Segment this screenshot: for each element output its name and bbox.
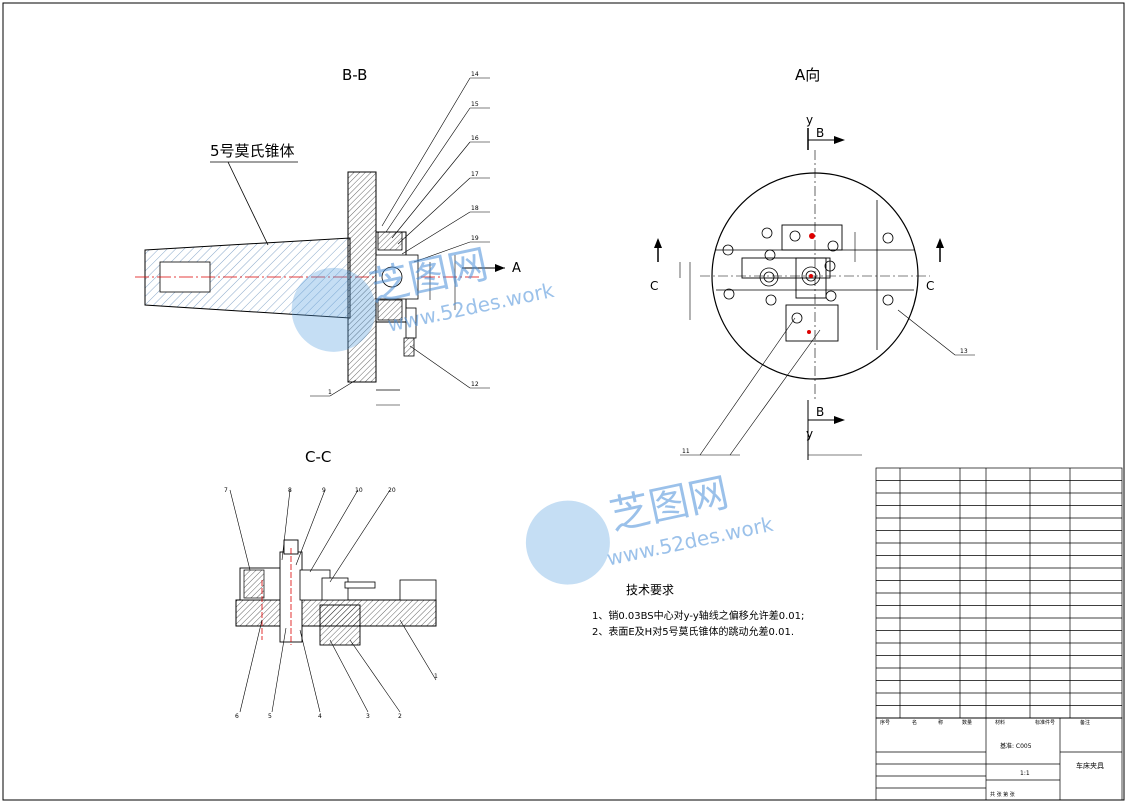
callout-bb-12: 12 bbox=[471, 381, 479, 388]
title-block-scale: 1:1 bbox=[1020, 770, 1030, 777]
section-view-bb: B-B 5号莫氏锥体 14 bbox=[135, 66, 521, 406]
title-block-material-note: 基准: C005 bbox=[1000, 742, 1032, 750]
title-block-header-name: 名 bbox=[912, 719, 917, 726]
callout-a-13: 13 bbox=[960, 348, 968, 355]
callout-cc-7: 7 bbox=[224, 487, 228, 494]
view-title-cc: C-C bbox=[305, 448, 331, 466]
title-block bbox=[875, 467, 1123, 801]
callout-cc-10: 10 bbox=[355, 487, 363, 494]
title-block-header-qty: 数量 bbox=[962, 719, 972, 726]
callout-cc-5: 5 bbox=[268, 713, 272, 720]
callout-cc-8: 8 bbox=[288, 487, 292, 494]
callout-cc-20: 20 bbox=[388, 487, 396, 494]
axis-y-bottom-label: y bbox=[806, 427, 813, 441]
callout-bb-15: 15 bbox=[471, 101, 479, 108]
callout-bb-18: 18 bbox=[471, 205, 479, 212]
callout-cc-2: 2 bbox=[398, 713, 402, 720]
title-block-part-label: 车床夹具 bbox=[1076, 761, 1104, 770]
view-a: A向 B y bbox=[650, 66, 975, 460]
callout-bb-16: 16 bbox=[471, 135, 479, 142]
tech-req-heading: 技术要求 bbox=[626, 583, 674, 597]
callout-cc-9: 9 bbox=[322, 487, 326, 494]
callout-cc-6: 6 bbox=[235, 713, 239, 720]
cut-c-right-label: C bbox=[926, 279, 934, 293]
cut-b-top-label: B bbox=[816, 126, 824, 140]
callout-bb-1: 1 bbox=[328, 389, 332, 396]
face-plate bbox=[347, 171, 377, 383]
tech-req-item-1: 1、销0.03BS中心对y-y轴线之偏移允许差0.01; bbox=[592, 609, 804, 622]
title-block-header-remark: 备注 bbox=[1080, 719, 1090, 726]
callout-bb-19: 19 bbox=[471, 235, 479, 242]
arrow-a-label: A bbox=[512, 261, 521, 276]
title-block-header-material: 材料 bbox=[995, 719, 1005, 726]
callout-cc-1: 1 bbox=[434, 673, 438, 680]
callout-cc-4: 4 bbox=[318, 713, 322, 720]
cut-c-left-label: C bbox=[650, 279, 658, 293]
technical-requirements: 技术要求 1、销0.03BS中心对y-y轴线之偏移允许差0.01; 2、表面E及… bbox=[592, 583, 804, 638]
callout-bb-17: 17 bbox=[471, 171, 479, 178]
title-block-header-std: 标准件号 bbox=[1035, 719, 1055, 726]
title-block-header-name2: 称 bbox=[938, 719, 943, 726]
callout-cc-3: 3 bbox=[366, 713, 370, 720]
axis-y-top-label: y bbox=[806, 113, 813, 127]
callout-bb-14: 14 bbox=[471, 71, 479, 78]
title-block-header-seq: 序号 bbox=[880, 719, 890, 726]
view-title-a: A向 bbox=[795, 66, 820, 84]
morse-taper-label: 5号莫氏锥体 bbox=[210, 142, 295, 160]
section-view-cc: C-C 7 8 9 10 20 6 5 4 3 2 1 bbox=[224, 448, 438, 720]
title-block-sheet: 共 张 第 张 bbox=[990, 791, 1015, 798]
cut-b-bottom-label: B bbox=[816, 405, 824, 419]
callout-a-11: 11 bbox=[682, 448, 690, 455]
tech-req-item-2: 2、表面E及H对5号莫氏锥体的跳动允差0.01. bbox=[592, 625, 794, 638]
view-title-bb: B-B bbox=[342, 66, 367, 84]
